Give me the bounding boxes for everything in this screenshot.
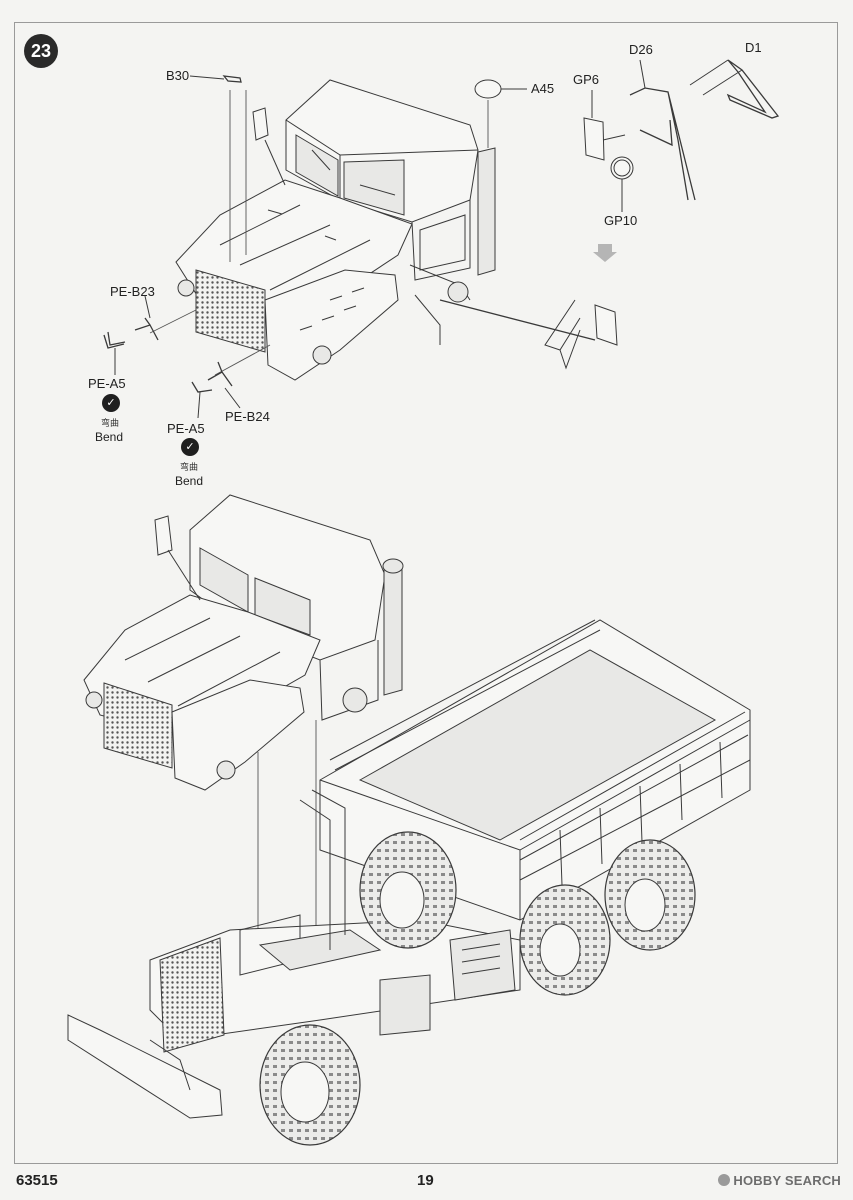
page-frame bbox=[14, 22, 838, 1164]
callout-pe-a5-left: PE-A5 bbox=[88, 376, 126, 391]
callout-pe-b24: PE-B24 bbox=[225, 409, 270, 424]
step-number-badge: 23 bbox=[24, 34, 58, 68]
watermark-text: HOBBY SEARCH bbox=[733, 1173, 841, 1188]
callout-gp6: GP6 bbox=[573, 72, 600, 87]
hobby-search-logo-icon bbox=[718, 1174, 731, 1186]
cab-subassembly bbox=[103, 59, 780, 419]
bend-note-zh: 弯曲 bbox=[180, 462, 199, 472]
callout-pe-b23: PE-B23 bbox=[110, 284, 155, 299]
callout-d26: D26 bbox=[629, 42, 653, 57]
bend-note-zh: 弯曲 bbox=[101, 418, 120, 428]
callout-d1: D1 bbox=[745, 40, 762, 55]
callout-a45: A45 bbox=[531, 81, 555, 96]
bend-note-en: Bend bbox=[95, 430, 124, 444]
callout-pe-a5-right: PE-A5 bbox=[167, 421, 205, 436]
callout-gp10: GP10 bbox=[604, 213, 638, 228]
truck-assembly bbox=[67, 494, 751, 1146]
product-code: 63515 bbox=[16, 1172, 58, 1189]
page-number: 19 bbox=[417, 1172, 434, 1189]
callout-b30: B30 bbox=[166, 68, 190, 83]
bend-icon: ✓ bbox=[181, 438, 199, 456]
watermark: HOBBY SEARCH bbox=[718, 1173, 841, 1188]
bend-note-en: Bend bbox=[175, 474, 204, 488]
bend-icon: ✓ bbox=[102, 394, 120, 412]
